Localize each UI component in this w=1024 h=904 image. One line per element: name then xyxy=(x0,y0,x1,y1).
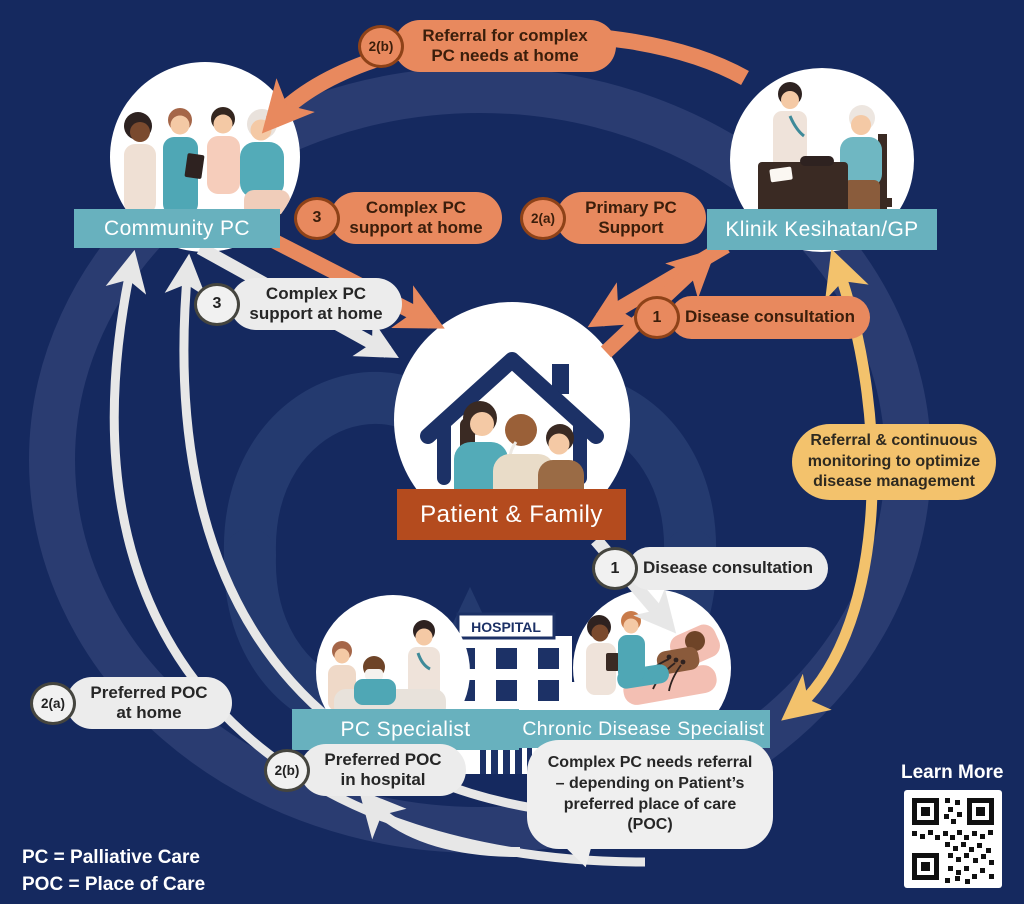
flow-preferred-poc-home: 2(a) Preferred POC at home xyxy=(30,677,232,730)
flow-badge-2b: 2(b) xyxy=(358,24,404,68)
flow-badge-3-white: 3 xyxy=(194,282,240,326)
qr-code-icon[interactable] xyxy=(904,790,1002,893)
flow-badge-2a: 2(a) xyxy=(520,196,566,240)
complex-needs-bubble: Complex PC needs referral – depending on… xyxy=(527,740,773,850)
flow-badge-1: 1 xyxy=(634,296,680,339)
klinik-gp-illustration xyxy=(758,82,892,230)
learn-more-link[interactable]: Learn More xyxy=(901,762,1004,783)
flow-label: Disease consultation xyxy=(670,296,871,339)
flow-badge-1-white: 1 xyxy=(592,547,638,590)
flow-label: Complex PC support at home xyxy=(330,192,502,245)
community-pc-label: Community PC xyxy=(74,209,280,248)
legend-line-pc: PC = Palliative Care xyxy=(22,847,200,868)
flow-label: Complex PC support at home xyxy=(230,278,402,331)
flow-label: Referral for complex PC needs at home xyxy=(394,20,616,73)
referral-monitoring-label: Referral & continuous monitoring to opti… xyxy=(792,424,996,500)
legend-line-poc: POC = Place of Care xyxy=(22,874,206,895)
flow-disease-consult-klinik: 1 Disease consultation xyxy=(634,296,871,339)
flow-complex-support-orange: 3 Complex PC support at home xyxy=(294,192,502,245)
flow-complex-support-white: 3 Complex PC support at home xyxy=(194,278,402,331)
flow-label: Preferred POC at home xyxy=(66,677,232,730)
flow-badge-3: 3 xyxy=(294,196,340,240)
flow-primary-pc-support: 2(a) Primary PC Support xyxy=(520,192,706,245)
flow-preferred-poc-hospital: 2(b) Preferred POC in hospital xyxy=(264,744,466,797)
flow-badge-2a-white: 2(a) xyxy=(30,681,76,725)
flow-badge-2b-white: 2(b) xyxy=(264,748,310,792)
community-pc-illustration xyxy=(124,107,290,230)
flow-referral-complex-home: 2(b) Referral for complex PC needs at ho… xyxy=(358,20,616,73)
flow-disease-consult-hospital: 1 Disease consultation xyxy=(592,547,829,590)
patient-family-label: Patient & Family xyxy=(397,489,626,540)
flow-label: Preferred POC in hospital xyxy=(300,744,466,797)
klinik-gp-label: Klinik Kesihatan/GP xyxy=(707,209,937,250)
flow-label: Primary PC Support xyxy=(556,192,706,245)
hospital-sign-text: HOSPITAL xyxy=(471,619,541,635)
flow-label: Disease consultation xyxy=(628,547,829,590)
legend: PC = Palliative Care POC = Place of Care xyxy=(22,844,205,898)
